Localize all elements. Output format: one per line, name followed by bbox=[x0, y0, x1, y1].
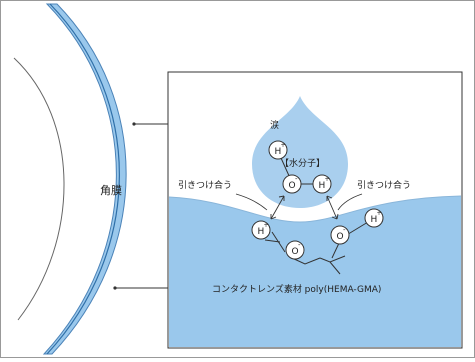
lens-o-atom-right: O - bbox=[330, 225, 350, 245]
cornea-label: 角膜 bbox=[100, 184, 122, 197]
lens-material-label: コンタクトレンズ素材 poly(HEMA-GMA) bbox=[212, 283, 381, 295]
svg-text:+: + bbox=[377, 210, 382, 217]
cornea-curve bbox=[13, 57, 65, 321]
attract-arrow-left bbox=[235, 193, 285, 220]
svg-text:+: + bbox=[325, 176, 330, 183]
water-o-atom: O - bbox=[282, 174, 302, 194]
svg-text:-: - bbox=[298, 241, 301, 249]
svg-text:H: H bbox=[371, 215, 378, 225]
svg-text:-: - bbox=[295, 175, 298, 183]
water-molecule-label: 【水分子】 bbox=[280, 157, 325, 169]
svg-text:O: O bbox=[289, 181, 296, 191]
contact-lens-band bbox=[42, 3, 127, 355]
water-bond-1 bbox=[280, 157, 291, 179]
lens-h-atom-left: H + bbox=[251, 220, 271, 240]
attract-label-left: 引きつけ合う bbox=[178, 179, 232, 191]
attract-label-right: 引きつけ合う bbox=[357, 179, 411, 191]
svg-text:H: H bbox=[258, 227, 265, 237]
svg-text:O: O bbox=[337, 232, 344, 242]
svg-text:-: - bbox=[343, 226, 346, 234]
svg-text:+: + bbox=[281, 142, 286, 149]
attract-arrow-right bbox=[326, 193, 363, 220]
tear-pointer-dot bbox=[132, 122, 136, 126]
lens-pointer-dot bbox=[113, 286, 117, 290]
svg-text:O: O bbox=[292, 247, 299, 257]
lens-o-atom-left: O - bbox=[285, 240, 305, 260]
lens-material-area bbox=[169, 196, 461, 347]
svg-text:H: H bbox=[275, 147, 282, 157]
svg-text:H: H bbox=[319, 181, 326, 191]
water-h-atom-2: H + bbox=[312, 174, 332, 194]
svg-text:+: + bbox=[264, 222, 269, 229]
lens-h-atom-right: H + bbox=[364, 208, 384, 228]
water-h-atom-1: H + bbox=[268, 140, 288, 160]
tear-label: 涙 bbox=[270, 119, 279, 131]
lens-surface-line bbox=[168, 195, 462, 223]
contact-lens-inner-edge bbox=[46, 3, 120, 355]
